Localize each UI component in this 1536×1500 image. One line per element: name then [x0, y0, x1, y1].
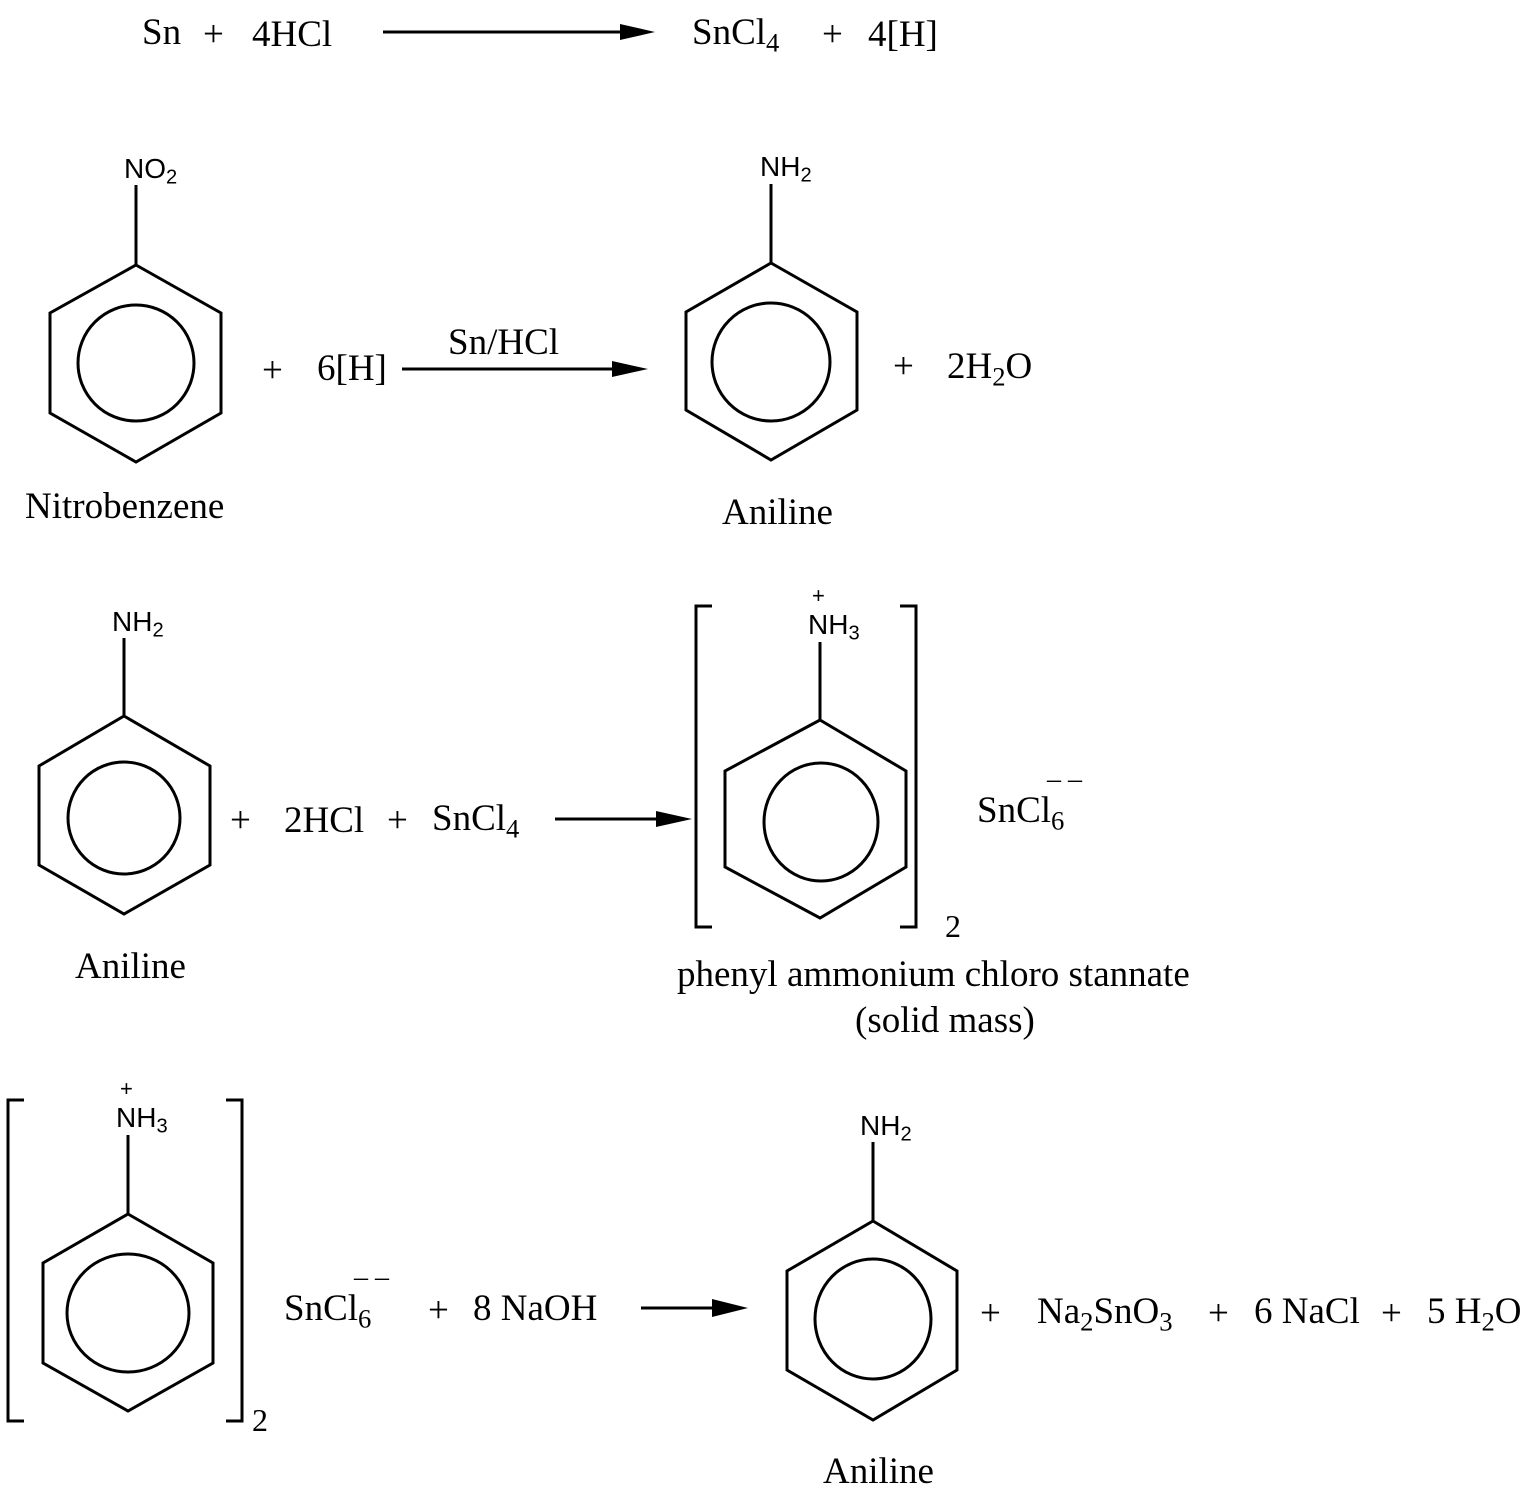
- amino-group-label: NH2: [760, 151, 812, 186]
- reagent-naoh: 8 NaOH: [473, 1288, 598, 1329]
- plus-sign: +: [262, 350, 283, 391]
- plus-sign: +: [230, 800, 251, 841]
- plus-sign: +: [980, 1293, 1001, 1334]
- formula-subscript: 6: [358, 1303, 372, 1334]
- formula-subscript: 3: [848, 622, 860, 645]
- formula-subscript: 2: [166, 166, 178, 189]
- formula-base: NH: [116, 1102, 157, 1133]
- reagent-sncl4: SnCl4: [432, 798, 519, 842]
- ammonium-group-label: NH3: [116, 1102, 168, 1137]
- aniline-ring-icon: [37, 638, 212, 916]
- nitro-group-label: NO2: [124, 153, 177, 188]
- byproduct-water: 2H2O: [947, 346, 1033, 390]
- positive-charge: +: [812, 583, 825, 608]
- amino-group-label: NH2: [860, 1110, 912, 1145]
- formula-subscript: 4: [766, 27, 780, 58]
- nitrobenzene-ring-icon: [48, 185, 223, 464]
- formula-base: Na: [1037, 1291, 1081, 1332]
- counter-ion-sncl6: SnCl6: [977, 790, 1064, 834]
- anilinium-ring-icon: [723, 642, 908, 920]
- reactant-sn: Sn: [142, 12, 182, 53]
- byproduct-sodium-stannate: Na2SnO3: [1037, 1291, 1173, 1335]
- formula-tail: O: [1494, 1291, 1522, 1332]
- formula-base: NH: [112, 606, 153, 637]
- formula-base: NO: [124, 153, 166, 184]
- formula-base: NH: [860, 1110, 901, 1141]
- arrow-icon: [402, 361, 648, 377]
- positive-charge: +: [120, 1076, 133, 1101]
- double-negative-charge: – –: [1047, 764, 1082, 795]
- reagent-hcl: 2HCl: [284, 800, 365, 841]
- formula-base: SnO: [1093, 1291, 1160, 1332]
- arrow-icon: [555, 811, 692, 827]
- anilinium-ring-icon: [41, 1135, 215, 1413]
- formula-base: NH: [808, 609, 849, 640]
- formula-subscript: 3: [156, 1115, 168, 1138]
- formula-base: NH: [760, 151, 801, 182]
- aniline-ring-icon: [684, 184, 859, 462]
- aniline-label: Aniline: [722, 492, 833, 533]
- plus-sign: +: [822, 14, 843, 55]
- counter-ion-sncl6: SnCl6: [284, 1288, 371, 1332]
- bracket-subscript: 2: [945, 908, 961, 944]
- formula-base: 5 H: [1427, 1291, 1482, 1332]
- product-name-line-2: (solid mass): [855, 1000, 1035, 1041]
- plus-sign: +: [387, 800, 408, 841]
- byproduct-water: 5 H2O: [1427, 1291, 1522, 1335]
- reactant-hcl: 4HCl: [252, 14, 333, 55]
- formula-subscript: 3: [1159, 1306, 1173, 1337]
- formula-subscript: 2: [800, 164, 812, 187]
- formula-subscript: 6: [1051, 805, 1065, 836]
- formula-base: 2H: [947, 346, 993, 387]
- ammonium-group-label: NH3: [808, 609, 860, 644]
- double-negative-charge: – –: [354, 1262, 389, 1293]
- aniline-label: Aniline: [823, 1451, 934, 1492]
- byproduct-sodium-chloride: 6 NaCl: [1254, 1291, 1360, 1332]
- product-name-line-1: phenyl ammonium chloro stannate: [677, 954, 1190, 995]
- product-sncl4: SnCl4: [692, 12, 779, 56]
- formula-tail: O: [1005, 346, 1033, 387]
- nitrobenzene-label: Nitrobenzene: [25, 486, 225, 527]
- reagent-hydrogen: 6[H]: [317, 348, 387, 389]
- formula-subscript: 2: [1481, 1306, 1495, 1337]
- formula-subscript: 4: [506, 813, 520, 844]
- plus-sign: +: [203, 14, 224, 55]
- amino-group-label: NH2: [112, 606, 164, 641]
- formula-subscript: 2: [152, 619, 164, 642]
- formula-subscript: 2: [900, 1123, 912, 1146]
- formula-subscript: 2: [992, 361, 1006, 392]
- arrow-condition-label: Sn/HCl: [448, 322, 560, 363]
- anilinium-bracket-icon: [694, 604, 918, 929]
- plus-sign: +: [1381, 1293, 1402, 1334]
- formula-subscript: 2: [1080, 1306, 1094, 1337]
- formula-base: SnCl: [432, 798, 507, 839]
- plus-sign: +: [428, 1290, 449, 1331]
- arrow-icon: [641, 1299, 748, 1317]
- product-hydrogen: 4[H]: [868, 14, 938, 55]
- bracket-subscript: 2: [252, 1402, 268, 1438]
- aniline-ring-icon: [785, 1142, 959, 1422]
- anilinium-bracket-icon: [6, 1098, 244, 1423]
- plus-sign: +: [893, 346, 914, 387]
- formula-base: SnCl: [284, 1288, 359, 1329]
- plus-sign: +: [1208, 1293, 1229, 1334]
- formula-base: SnCl: [977, 790, 1052, 831]
- aniline-label: Aniline: [75, 946, 186, 987]
- formula-base: SnCl: [692, 12, 767, 53]
- arrow-icon: [383, 24, 655, 40]
